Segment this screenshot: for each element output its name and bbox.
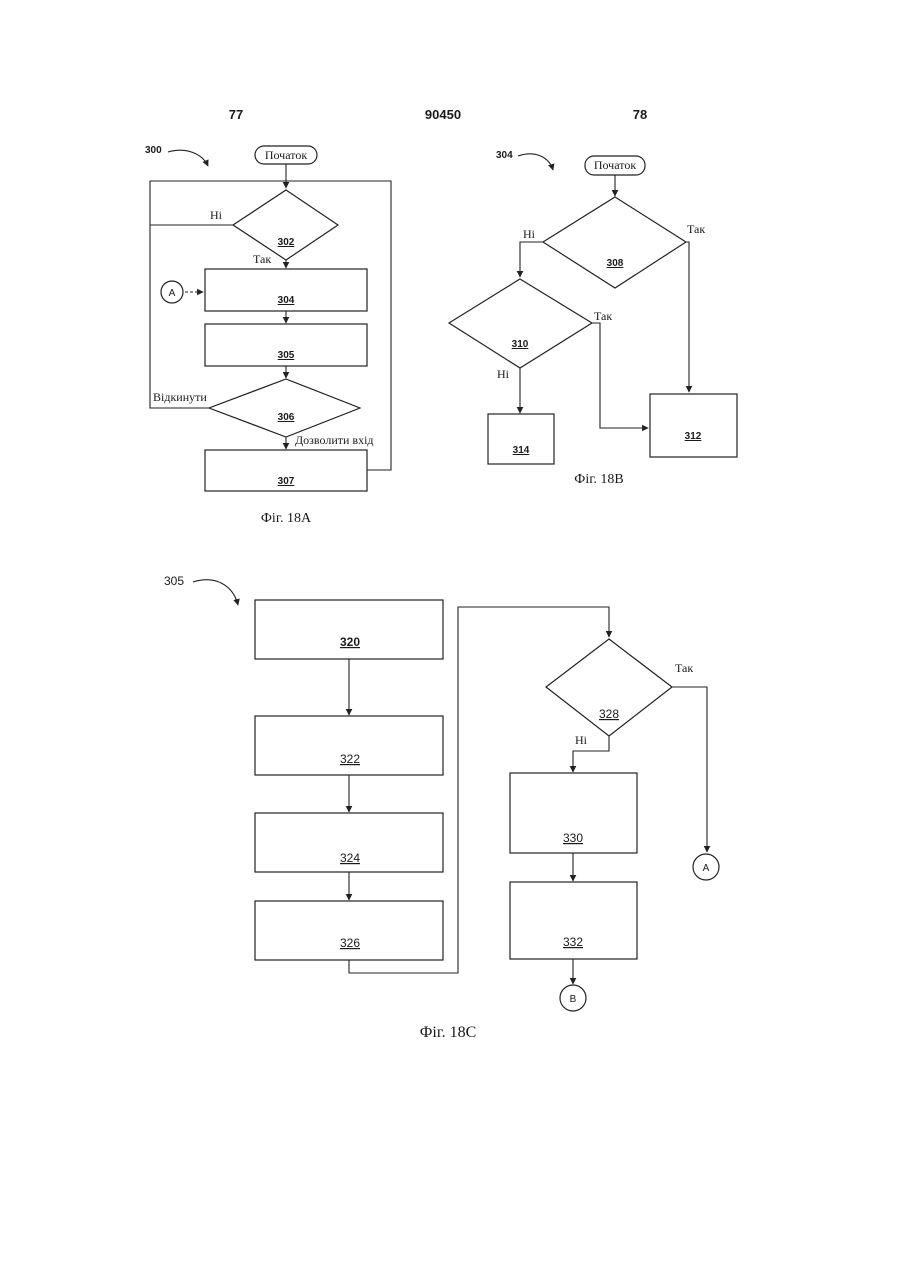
fig18a-box-307-label: 307 xyxy=(278,476,295,487)
patent-number: 90450 xyxy=(425,107,461,122)
fig18b-no-308-label: Ні xyxy=(523,227,536,241)
fig18a-start-label: Початок xyxy=(265,148,307,162)
fig18b-box-312 xyxy=(650,394,737,457)
fig18a-allow-label: Дозволити вхід xyxy=(295,433,374,447)
fig18c-yes-line xyxy=(672,687,707,852)
fig18b-start-label: Початок xyxy=(594,158,636,172)
fig18c-connector-b-label: B xyxy=(570,994,577,1005)
fig18b-decision-308-label: 308 xyxy=(607,258,624,269)
fig18a-decision-302-label: 302 xyxy=(278,237,295,248)
fig18b-caption: Фіг. 18В xyxy=(574,472,623,487)
fig18c-box-326-label: 326 xyxy=(340,936,360,950)
fig18c-connector-a-label: A xyxy=(703,863,710,874)
fig18b-yes-308-line xyxy=(686,242,689,392)
fig18c-decision-328-label: 328 xyxy=(599,707,619,721)
fig18c-decision-328 xyxy=(546,639,672,736)
fig18a-reject-label: Відкинути xyxy=(153,390,207,404)
figure-18a: 300 Початок 302 Ні Так 304 A 305 306 Від… xyxy=(145,145,391,526)
fig18c-caption: Фіг. 18С xyxy=(420,1024,477,1041)
fig18c-yes-label: Так xyxy=(675,661,693,675)
fig18c-reference-arrow xyxy=(193,580,238,605)
fig18b-decision-310 xyxy=(449,279,592,368)
fig18c-no-label: Ні xyxy=(575,733,588,747)
fig18b-yes-310-line xyxy=(592,323,648,428)
fig18c-box-324-label: 324 xyxy=(340,851,360,865)
fig18a-decision-302 xyxy=(233,190,338,260)
fig18c-box-326 xyxy=(255,901,443,960)
fig18b-box-314-label: 314 xyxy=(513,445,530,456)
fig18b-box-312-label: 312 xyxy=(685,431,702,442)
fig18b-box-314 xyxy=(488,414,554,464)
fig18a-box-305-label: 305 xyxy=(278,350,295,361)
figure-18c: 305 320 322 324 326 328 Так A Ні 330 332… xyxy=(164,574,719,1041)
fig18a-connector-a-label: A xyxy=(169,288,176,299)
fig18b-no-308-line xyxy=(520,242,543,277)
fig18a-box-304-label: 304 xyxy=(278,295,295,306)
page-number-left: 77 xyxy=(229,107,243,122)
fig18b-decision-310-label: 310 xyxy=(512,339,529,350)
fig18b-yes-310-label: Так xyxy=(594,309,612,323)
fig18a-yes-label: Так xyxy=(253,252,271,266)
fig18b-reference-arrow xyxy=(518,154,553,170)
fig18a-reference-arrow xyxy=(168,150,208,166)
fig18c-box-320 xyxy=(255,600,443,659)
page-number-right: 78 xyxy=(633,107,647,122)
fig18c-box-322 xyxy=(255,716,443,775)
fig18a-decision-306-label: 306 xyxy=(278,412,295,423)
fig18c-box-330-label: 330 xyxy=(563,831,583,845)
fig18c-box-332-label: 332 xyxy=(563,935,583,949)
fig18c-box-322-label: 322 xyxy=(340,752,360,766)
fig18a-reference-number: 300 xyxy=(145,145,162,156)
fig18c-reference-number: 305 xyxy=(164,574,184,588)
fig18c-box-320-label: 320 xyxy=(340,635,360,649)
fig18a-no-label: Ні xyxy=(210,208,223,222)
fig18a-reject-line xyxy=(150,225,209,408)
fig18b-yes-308-label: Так xyxy=(687,222,705,236)
fig18b-reference-number: 304 xyxy=(496,150,513,161)
fig18a-decision-306 xyxy=(209,379,360,437)
fig18b-decision-308 xyxy=(543,197,686,288)
fig18a-caption: Фіг. 18А xyxy=(261,511,312,526)
figure-18b: 304 Початок 308 Ні Так 310 Так Ні 314 31… xyxy=(449,150,737,487)
fig18b-no-310-label: Ні xyxy=(497,367,510,381)
